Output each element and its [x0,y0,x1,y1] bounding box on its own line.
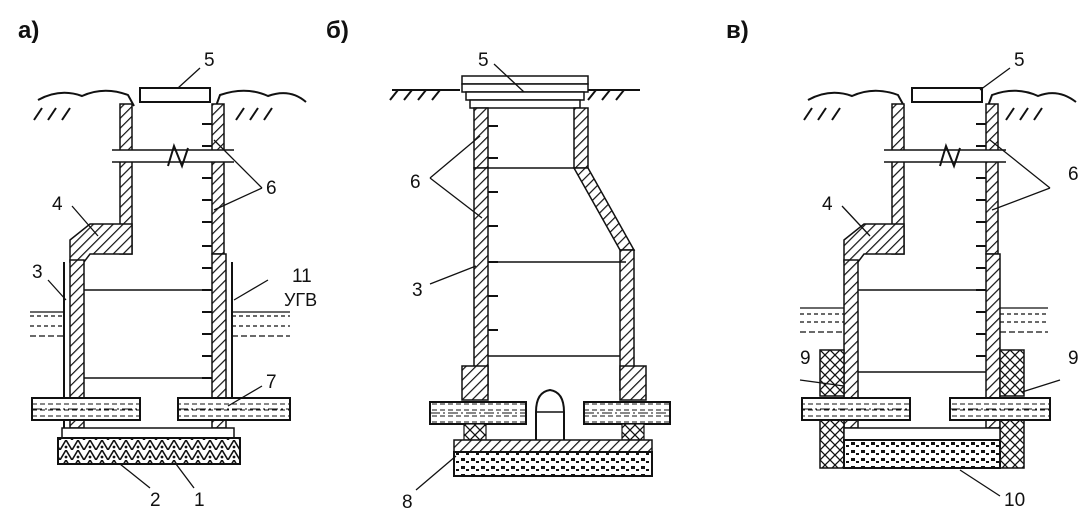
leaders-b [415,63,525,491]
callout-a-4: 4 [52,194,63,215]
clay-lock-left-v [819,349,845,397]
transition-slab-a [69,223,133,263]
ladder-rungs-a [202,123,212,379]
cone-wall-b [572,167,636,251]
panel-b: б) [326,17,671,513]
clay-lock-right-v [999,349,1025,397]
callout-b-3: 3 [412,280,423,301]
ladder-rungs-b [488,125,498,331]
neck-wall-left-b [473,107,489,169]
callout-b-5: 5 [478,50,489,71]
callouts-b: 5 6 3 8 [402,50,489,513]
pipes-v [801,397,1051,421]
callout-a-1: 1 [194,490,205,511]
callout-v-6: 6 [1068,164,1079,185]
callout-a-11: 11 [292,266,312,287]
panel-label-a: а) [18,17,39,44]
callout-a-2: 2 [150,490,161,511]
neck-wall-right-v [985,103,999,255]
callouts-a: 5 6 4 3 11 УГВ 7 2 1 [32,50,317,511]
manhole-cover-a [139,87,211,103]
callout-a-3: 3 [32,262,43,283]
base-foundation-b [453,451,653,477]
base-slab-v [843,427,1001,441]
manhole-cover-b [461,75,589,109]
base-slab-a [61,427,235,439]
callout-v-9-left: 9 [800,348,811,369]
callout-v-5: 5 [1014,50,1025,71]
leaders-a [47,67,269,489]
panel-a: а) [18,17,317,511]
ground-surface-a [33,89,307,121]
groundwater-level-v [800,307,1048,333]
neck-wall-right-a [211,103,225,255]
manhole-cover-v [911,87,983,103]
leaders-v [799,67,1061,497]
panel-label-b: б) [326,17,349,44]
callout-v-4: 4 [822,194,833,215]
groundwater-level-a [30,311,290,337]
callout-a-5: 5 [204,50,215,71]
panel-label-v: в) [726,17,749,44]
ground-surface-b [389,89,640,101]
base-foundation-v [843,439,1001,469]
panel-v: в) [726,17,1079,511]
callouts-v: 5 6 4 9 9 10 [800,50,1079,511]
neck-wall-right-b [573,107,589,169]
callout-a-6: 6 [266,178,277,199]
callout-b-6: 6 [410,172,421,193]
callout-v-10: 10 [1004,490,1025,511]
transition-slab-v [843,223,905,263]
base-slab-b [453,439,653,453]
pipes-b [429,388,671,440]
base-foundation-a [57,437,241,465]
chamber-wall-left-b [473,167,489,391]
label-groundwater-level: УГВ [284,290,317,310]
callout-a-7: 7 [266,372,277,393]
ground-surface-v [803,89,1077,121]
pipes-a [31,397,291,421]
callout-b-8: 8 [402,492,413,513]
callout-v-9-right: 9 [1068,348,1079,369]
ladder-rungs-v [976,123,986,357]
